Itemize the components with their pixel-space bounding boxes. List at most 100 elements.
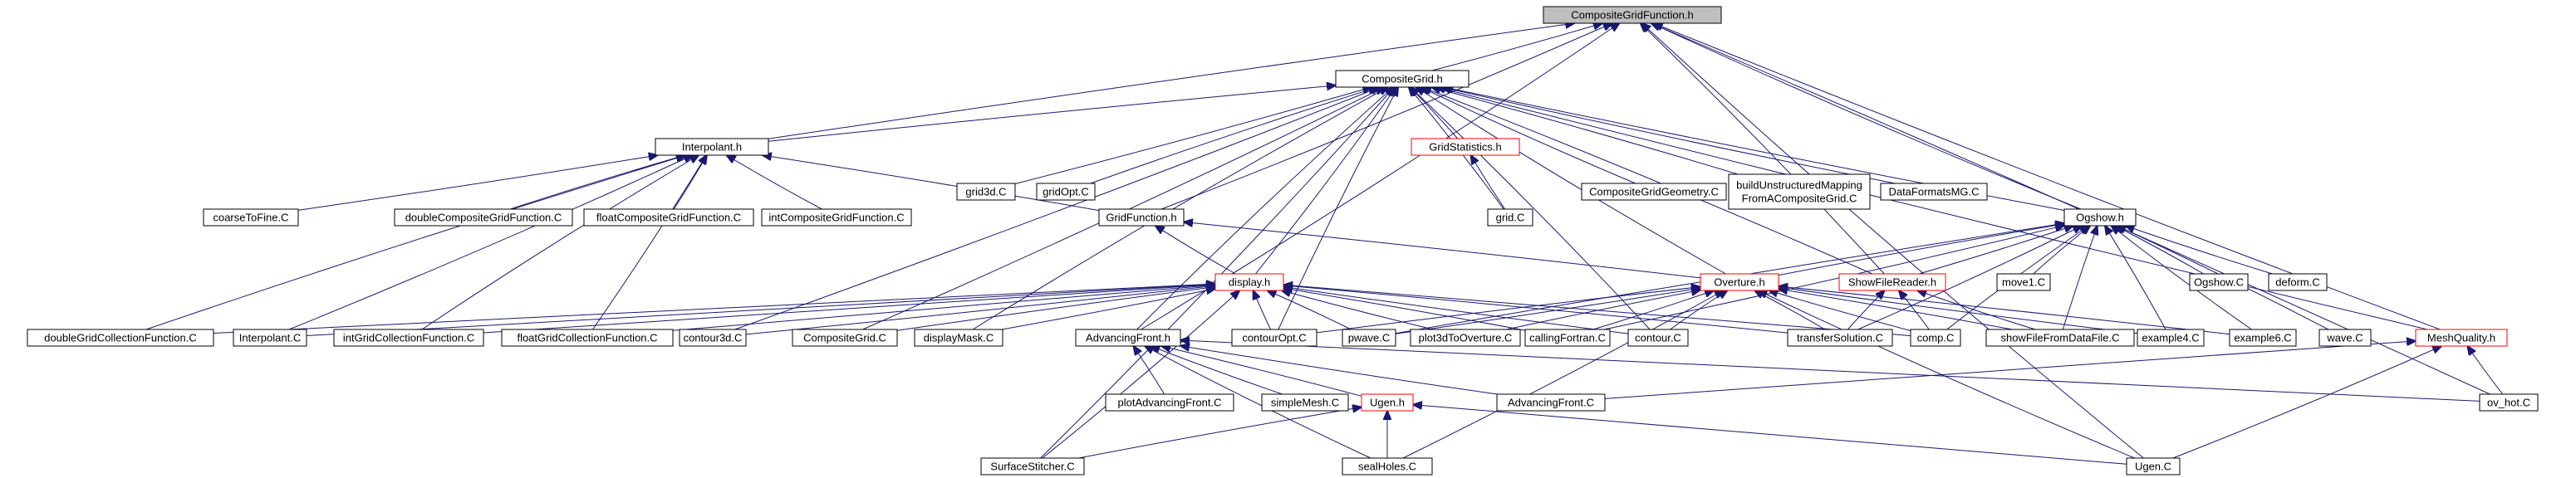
- node-meshq-h[interactable]: MeshQuality.h: [2415, 329, 2508, 347]
- node-fgcf-c[interactable]: floatGridCollectionFunction.C: [501, 329, 674, 347]
- edge-sealholes_c-to-overture_h: [1402, 290, 1724, 459]
- node-label: SurfaceStitcher.C: [990, 461, 1074, 473]
- node-overture-h[interactable]: Overture.h: [1700, 273, 1779, 291]
- node-buildunstr-c[interactable]: buildUnstructuredMappingFromACompositeGr…: [1728, 173, 1871, 210]
- node-simplemesh-c[interactable]: simpleMesh.C: [1261, 393, 1349, 412]
- node-cg-c[interactable]: CompositeGrid.C: [792, 329, 898, 347]
- node-display-h[interactable]: display.h: [1214, 273, 1284, 291]
- node-ugen-c[interactable]: Ugen.C: [2126, 457, 2181, 476]
- node-label: DataFormatsMG.C: [1888, 186, 1979, 198]
- node-interp-h[interactable]: Interpolant.h: [655, 138, 769, 156]
- node-box: [1838, 273, 1946, 291]
- node-label: GridFunction.h: [1106, 212, 1176, 224]
- edge-meshq_h-to-cg_h: [1436, 87, 2428, 330]
- edge-interp_h-to-cgf_h: [768, 23, 1574, 139]
- node-ugen-h[interactable]: Ugen.h: [1361, 393, 1414, 412]
- edge-surfstitch_c-to-cg_h: [1040, 87, 1395, 459]
- node-surfstitch-c[interactable]: SurfaceStitcher.C: [980, 457, 1085, 476]
- node-ogshow-h[interactable]: Ogshow.h: [2063, 208, 2137, 227]
- node-plot3d-c[interactable]: plot3dToOverture.C: [1410, 329, 1521, 347]
- node-pwave-c[interactable]: pwave.C: [1342, 329, 1396, 347]
- node-interp-c[interactable]: Interpolant.C: [233, 329, 307, 347]
- edge-contour3d_c-to-cg_h: [734, 87, 1381, 330]
- node-transfer-c[interactable]: transferSolution.C: [1787, 329, 1893, 347]
- node-label: GridStatistics.h: [1429, 141, 1501, 154]
- node-ex6-c[interactable]: example6.C: [2229, 329, 2297, 347]
- node-box: [1487, 208, 1533, 227]
- edge-plotaf_c-to-af_h: [1133, 346, 1165, 395]
- node-contour3d-c[interactable]: contour3d.C: [679, 329, 747, 347]
- node-label: intGridCollectionFunction.C: [343, 332, 474, 344]
- edge-ogshow_h-to-cgf_h: [1651, 23, 2082, 210]
- node-label: buildUnstructuredMapping: [1736, 179, 1862, 192]
- node-dataformats-c[interactable]: DataFormatsMG.C: [1880, 183, 1988, 201]
- edge-cg_c-to-cg_h: [862, 87, 1385, 330]
- edge-gridfn_h-to-interp_h: [763, 155, 1100, 212]
- node-label: AdvancingFront.h: [1086, 332, 1170, 344]
- node-box: [1910, 329, 1961, 347]
- node-gridfn-h[interactable]: GridFunction.h: [1098, 208, 1185, 227]
- node-box: [233, 329, 307, 347]
- node-ovhot-c[interactable]: ov_hot.C: [2479, 393, 2539, 412]
- node-box: [2268, 273, 2328, 291]
- node-grid3d-c[interactable]: grid3d.C: [956, 183, 1016, 201]
- node-box: [2189, 273, 2249, 291]
- edge-showfile_h-to-cgf_h: [1641, 23, 1885, 275]
- node-dispmask-c[interactable]: displayMask.C: [914, 329, 1003, 347]
- edge-ovhot_c-to-af_h: [1180, 340, 2480, 402]
- node-showfromdata-c[interactable]: showFileFromDataFile.C: [1985, 329, 2135, 347]
- edge-transfer_c-to-display_h: [1283, 285, 1788, 334]
- edge-dispmask_c-to-cg_h: [972, 87, 1388, 330]
- node-sealholes-c[interactable]: sealHoles.C: [1342, 457, 1433, 476]
- node-box: [1342, 329, 1396, 347]
- node-cggeom-c[interactable]: CompositeGridGeometry.C: [1581, 183, 1727, 201]
- node-contouropt-c[interactable]: contourOpt.C: [1231, 329, 1317, 347]
- node-label: deform.C: [2275, 276, 2319, 289]
- edge-callingf_c-to-ogshow_h: [1604, 226, 2064, 330]
- edge-contour_c-to-overture_h: [1670, 290, 1728, 330]
- node-box: [1036, 183, 1096, 201]
- node-label: Interpolant.C: [239, 332, 301, 344]
- node-igcf-c[interactable]: intGridCollectionFunction.C: [333, 329, 484, 347]
- node-gridopt-c[interactable]: gridOpt.C: [1036, 183, 1096, 201]
- node-wave-c[interactable]: wave.C: [2318, 329, 2372, 347]
- edge-ex6_c-to-ogshow_h: [2112, 226, 2252, 330]
- node-label: wave.C: [2326, 332, 2363, 344]
- node-plotaf-c[interactable]: plotAdvancingFront.C: [1105, 393, 1234, 412]
- node-box: [1261, 393, 1349, 412]
- node-comp-c[interactable]: comp.C: [1910, 329, 1961, 347]
- node-box: [27, 329, 214, 347]
- node-ogshow-c[interactable]: Ogshow.C: [2189, 273, 2249, 291]
- node-coarse-c[interactable]: coarseToFine.C: [203, 208, 299, 227]
- node-deform-c[interactable]: deform.C: [2268, 273, 2328, 291]
- node-dcgf-c[interactable]: doubleCompositeGridFunction.C: [394, 208, 573, 227]
- node-dgcf-c[interactable]: doubleGridCollectionFunction.C: [27, 329, 214, 347]
- node-label: FromACompositeGrid.C: [1742, 193, 1857, 205]
- node-grid-c[interactable]: grid.C: [1487, 208, 1533, 227]
- edge-cggeom_c-to-cg_h: [1420, 87, 1636, 184]
- node-fcgf-c[interactable]: floatCompositeGridFunction.C: [583, 208, 754, 227]
- node-callingf-c[interactable]: callingFortran.C: [1524, 329, 1611, 347]
- edge-cg_c-to-display_h: [896, 287, 1215, 331]
- edge-sealholes_c-to-af_h: [1145, 346, 1371, 459]
- node-box: [1410, 329, 1521, 347]
- node-af-c[interactable]: AdvancingFront.C: [1496, 393, 1606, 412]
- edge-af_c-to-af_h: [1180, 346, 1498, 395]
- edge-grid3d_c-to-cg_h: [1014, 87, 1371, 184]
- node-showfile-h[interactable]: ShowFileReader.h: [1838, 273, 1946, 291]
- node-box: [1581, 183, 1727, 201]
- node-label: Ogshow.C: [2194, 276, 2244, 289]
- node-contour-c[interactable]: contour.C: [1627, 329, 1689, 347]
- node-cg-h[interactable]: CompositeGrid.h: [1335, 70, 1470, 88]
- node-label: Interpolant.h: [682, 141, 742, 154]
- node-move1-c[interactable]: move1.C: [1996, 273, 2051, 291]
- node-box: [1700, 273, 1779, 291]
- node-box: [1361, 393, 1414, 412]
- edge-ugen_c-to-ugen_h: [1413, 405, 2127, 465]
- node-icgf-c[interactable]: intCompositeGridFunction.C: [761, 208, 912, 227]
- node-box: [1098, 208, 1185, 227]
- node-af-h[interactable]: AdvancingFront.h: [1075, 329, 1181, 347]
- node-gridstat-h[interactable]: GridStatistics.h: [1411, 138, 1520, 156]
- node-ex4-c[interactable]: example4.C: [2137, 329, 2205, 347]
- node-cgf-h[interactable]: CompositeGridFunction.h: [1543, 6, 1722, 24]
